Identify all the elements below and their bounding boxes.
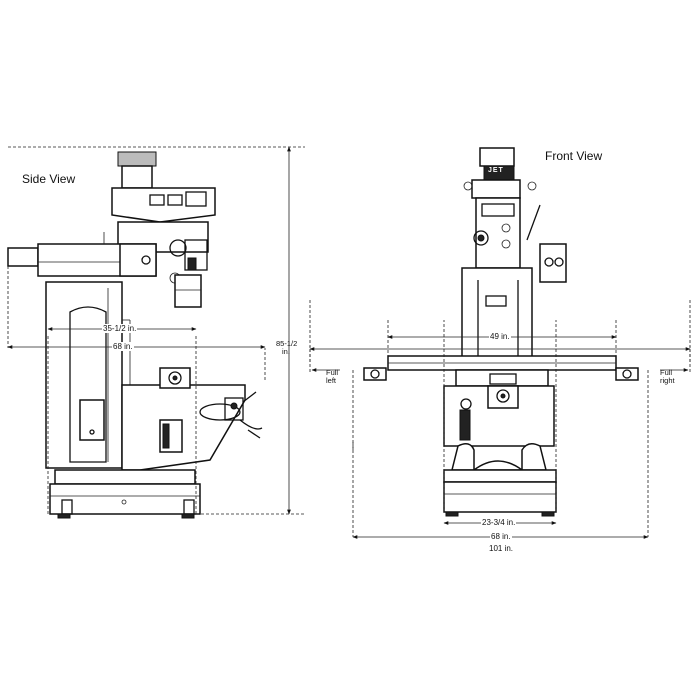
full-left-label: Full left <box>326 369 338 385</box>
full-left-line2: left <box>326 376 337 385</box>
side-height-line2: in. <box>282 347 290 356</box>
full-left-line1: Full <box>326 368 339 377</box>
brand-label: JET <box>488 167 504 174</box>
side-view-title: Side View <box>22 172 76 186</box>
side-height-line1: 85-1/2 <box>276 339 298 348</box>
full-right-line1: Full <box>660 368 673 377</box>
side-view-drawing <box>7 146 305 519</box>
side-height-label: 85-1/2 in. <box>276 340 297 356</box>
front-view-drawing <box>309 147 691 539</box>
front-base-width-label: 23-3/4 in. <box>481 518 517 527</box>
side-overall-width-label: 68 in. <box>112 342 134 351</box>
front-view-title: Front View <box>545 149 603 163</box>
full-right-line2: right <box>660 376 675 385</box>
side-base-width-label: 35-1/2 in. <box>102 324 138 333</box>
front-full-travel-width-label: 101 in. <box>488 544 515 553</box>
full-right-label: Full right <box>660 369 675 385</box>
front-table-length-label: 49 in. <box>489 332 511 341</box>
front-overall-width-label: 68 in. <box>490 532 512 541</box>
